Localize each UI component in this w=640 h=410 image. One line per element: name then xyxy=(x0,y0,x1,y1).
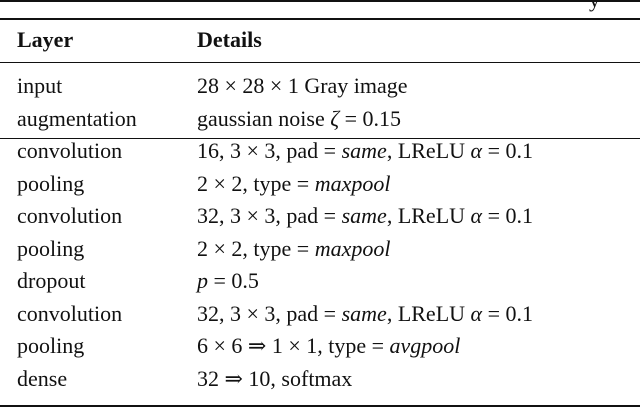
row-layer: convolution xyxy=(17,203,123,228)
header-details: Details xyxy=(197,27,262,52)
row-details: p = 0.5 xyxy=(197,268,259,293)
table-row: convolution 32, 3 × 3, pad = same, LReLU… xyxy=(0,200,640,233)
table-row: pooling 6 × 6 ⇒ 1 × 1, type = avgpool xyxy=(0,330,640,363)
row-details: 2 × 2, type = maxpool xyxy=(197,170,391,196)
table-row: pooling 2 × 2, type = maxpool xyxy=(0,168,640,201)
row-details: 16, 3 × 3, pad = same, LReLU α = 0.1 xyxy=(197,138,533,163)
row-details: 32, 3 × 3, pad = same, LReLU α = 0.1 xyxy=(197,300,533,326)
table-row: convolution 32, 3 × 3, pad = same, LReLU… xyxy=(0,298,640,331)
top-rule xyxy=(0,0,640,2)
row-layer: dense xyxy=(17,365,68,391)
row-layer: pooling xyxy=(17,235,85,261)
header-rule xyxy=(0,62,640,63)
row-details: 32, 3 × 3, pad = same, LReLU α = 0.1 xyxy=(197,203,533,228)
row-layer: pooling xyxy=(17,170,85,196)
row-layer: augmentation xyxy=(17,105,137,131)
table-top-rule xyxy=(0,18,640,20)
caption-fragment: y xyxy=(589,0,600,13)
table-body: input 28 × 28 × 1 Gray image augmentatio… xyxy=(0,70,640,395)
row-details: 6 × 6 ⇒ 1 × 1, type = avgpool xyxy=(197,333,461,358)
row-layer: input xyxy=(17,73,63,98)
row-layer: convolution xyxy=(17,300,123,326)
row-layer: convolution xyxy=(17,138,123,163)
table-row: input 28 × 28 × 1 Gray image xyxy=(0,70,640,103)
header-layer: Layer xyxy=(17,27,74,52)
table-row: pooling 2 × 2, type = maxpool xyxy=(0,233,640,266)
table-row: dropout p = 0.5 xyxy=(0,265,640,298)
row-details: gaussian noise ζ = 0.15 xyxy=(197,105,402,131)
table-row: dense 32 ⇒ 10, softmax xyxy=(0,363,640,396)
table-header: Layer Details xyxy=(0,27,640,57)
group-rule xyxy=(0,138,640,139)
row-details: 32 ⇒ 10, softmax xyxy=(197,365,353,391)
table-bottom-rule xyxy=(0,405,640,407)
row-layer: pooling xyxy=(17,333,85,358)
row-details: 2 × 2, type = maxpool xyxy=(197,235,391,261)
row-layer: dropout xyxy=(17,268,86,293)
row-details: 28 × 28 × 1 Gray image xyxy=(197,73,408,98)
table-row: convolution 16, 3 × 3, pad = same, LReLU… xyxy=(0,135,640,168)
table-row: augmentation gaussian noise ζ = 0.15 xyxy=(0,103,640,136)
